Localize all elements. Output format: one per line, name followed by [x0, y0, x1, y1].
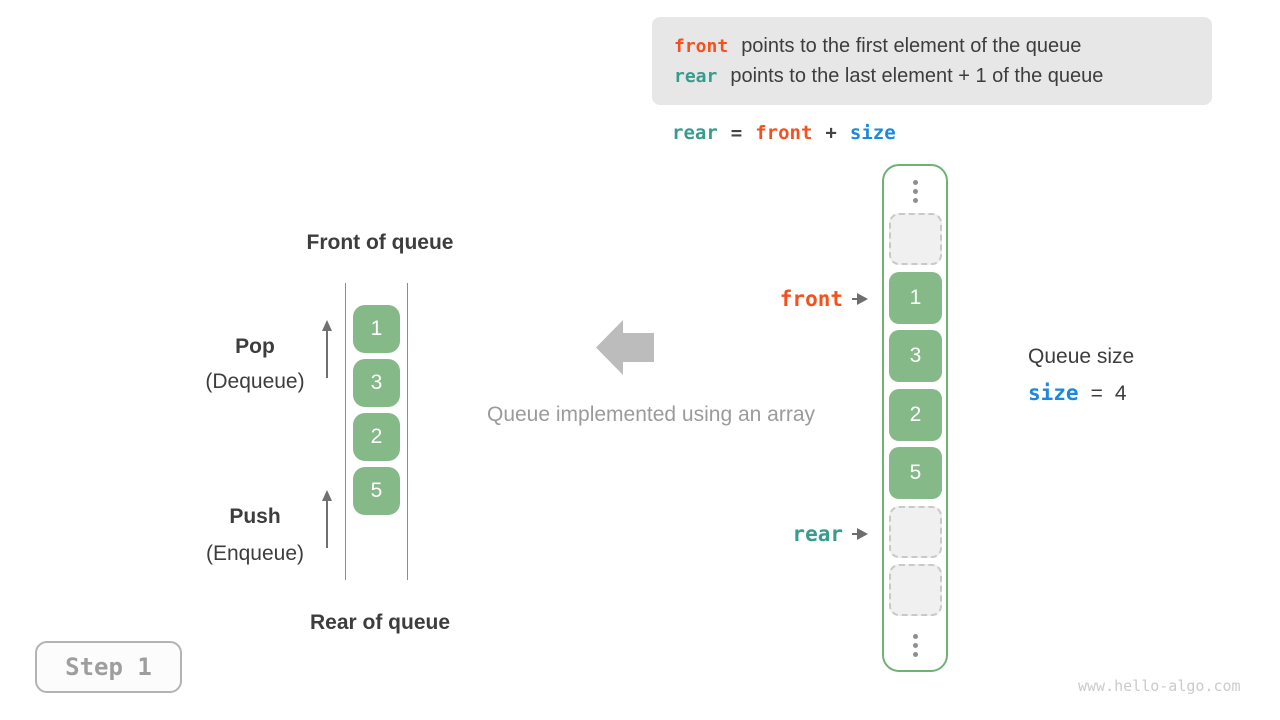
pop-arrow-up-icon	[321, 320, 333, 378]
arrow-right-icon	[852, 293, 868, 305]
array-cell-value: 5	[889, 447, 942, 499]
formula: rear = front + size	[672, 122, 896, 144]
array-cell-value: 1	[889, 272, 942, 324]
front-code-token: front	[674, 35, 729, 57]
front-pointer: front	[668, 285, 868, 313]
pop-label: Pop	[235, 335, 275, 358]
queue-item: 1	[353, 305, 400, 353]
array-cell-empty	[889, 506, 942, 558]
rear-pointer: rear	[668, 520, 868, 548]
array-cell-empty	[889, 213, 942, 265]
dequeue-label: (Dequeue)	[205, 370, 305, 393]
front-description: points to the first element of the queue	[741, 34, 1082, 57]
arrow-right-icon	[852, 528, 868, 540]
rear-description: points to the last element + 1 of the qu…	[730, 64, 1104, 87]
watermark: www.hello-algo.com	[1078, 677, 1241, 695]
queue-item: 2	[353, 413, 400, 461]
vertical-ellipsis-icon	[905, 180, 925, 203]
array-cell-empty	[889, 564, 942, 616]
size-equals: =	[1090, 382, 1103, 405]
push-label: Push	[229, 505, 281, 528]
queue-left-wall	[345, 283, 346, 580]
push-arrow-up-icon	[321, 490, 333, 548]
rear-code-token: rear	[674, 65, 718, 87]
legend-line-rear: rear points to the last element + 1 of t…	[674, 65, 1212, 88]
queue-size-title: Queue size	[1028, 345, 1135, 368]
enqueue-label: (Enqueue)	[205, 542, 305, 565]
center-caption: Queue implemented using an array	[486, 403, 816, 426]
queue-item: 5	[353, 467, 400, 515]
front-pointer-label: front	[779, 287, 843, 311]
queue-size-value-row: size = 4	[1028, 381, 1127, 406]
legend-box: front points to the first element of the…	[652, 17, 1212, 105]
rear-pointer-label: rear	[792, 522, 843, 546]
array-cell-value: 3	[889, 330, 942, 382]
formula-size-token: size	[849, 122, 896, 144]
formula-front-token: front	[755, 122, 813, 144]
front-of-queue-label: Front of queue	[306, 231, 454, 254]
rear-of-queue-label: Rear of queue	[309, 611, 451, 634]
formula-plus: +	[825, 122, 837, 144]
queue-right-wall	[407, 283, 408, 580]
legend-line-front: front points to the first element of the…	[674, 35, 1212, 58]
formula-rear-token: rear	[672, 122, 718, 144]
arrow-left-icon	[596, 320, 654, 375]
array-cell-value: 2	[889, 389, 942, 441]
formula-equals: =	[730, 122, 743, 144]
vertical-ellipsis-icon	[905, 634, 925, 657]
queue-item: 3	[353, 359, 400, 407]
step-badge: Step 1	[35, 641, 182, 693]
size-value: 4	[1114, 382, 1127, 405]
size-code-token: size	[1028, 381, 1079, 405]
